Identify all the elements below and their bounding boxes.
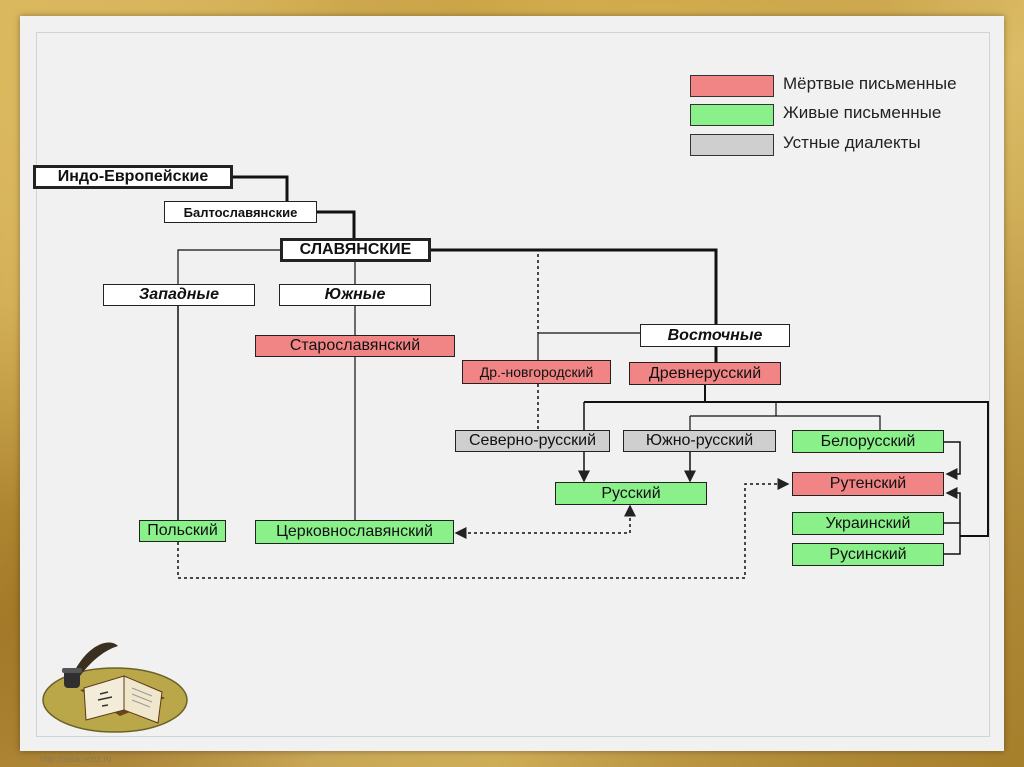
legend-oral-swatch (690, 134, 774, 156)
node-eastern: Восточные (640, 324, 790, 347)
node-south-russian: Южно-русский (623, 430, 776, 452)
node-polish: Польский (139, 520, 226, 542)
node-church-slavonic: Церковнославянский (255, 520, 454, 544)
legend-dead-swatch (690, 75, 774, 97)
legend-living-swatch (690, 104, 774, 126)
book-quill-icon (42, 642, 188, 733)
node-ruthenian: Рутенский (792, 472, 944, 496)
node-indo-european: Индо-Европейские (33, 165, 233, 189)
node-belarusian: Белорусский (792, 430, 944, 453)
node-western: Западные (103, 284, 255, 306)
node-slavic: СЛАВЯНСКИЕ (280, 238, 431, 262)
node-old-slavonic: Старославянский (255, 335, 455, 357)
node-russian: Русский (555, 482, 707, 505)
node-north-russian: Северно-русский (455, 430, 610, 452)
node-southern: Южные (279, 284, 431, 306)
node-old-russian: Древнерусский (629, 362, 781, 385)
legend-dead-label: Мёртвые письменные (783, 74, 957, 93)
panel-border (36, 32, 990, 737)
legend-oral-label: Устные диалекты (783, 133, 921, 152)
node-old-novgorod: Др.-новгородский (462, 360, 611, 384)
node-ukrainian: Украинский (792, 512, 944, 535)
node-rusyn: Русинский (792, 543, 944, 566)
footer-url: http://aida.ucoz.ru (40, 754, 112, 764)
node-balto-slavic: Балтославянские (164, 201, 317, 223)
legend-living-label: Живые письменные (783, 103, 942, 122)
